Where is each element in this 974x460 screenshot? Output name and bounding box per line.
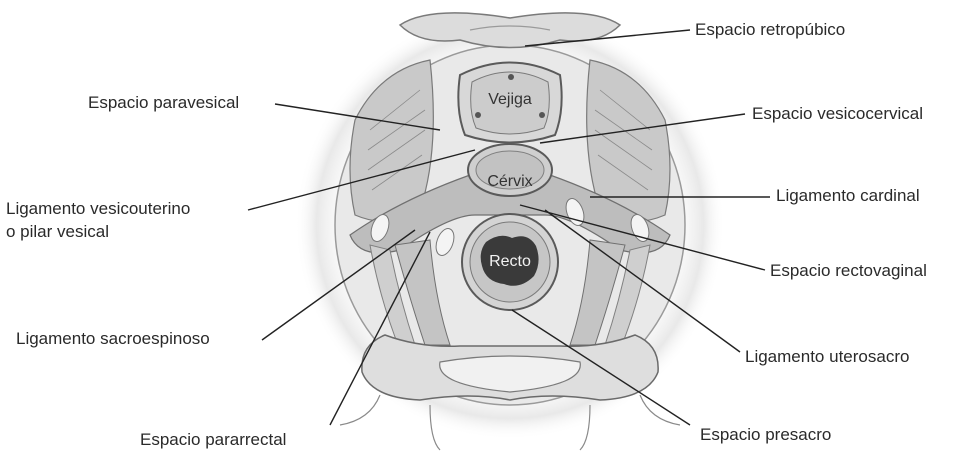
label-vejiga: Vejiga <box>488 91 532 108</box>
label-ligamento-uterosacro: Ligamento uterosacro <box>745 347 909 367</box>
label-espacio-pararrectal: Espacio pararrectal <box>140 430 286 450</box>
label-cervix: Cérvix <box>487 173 532 190</box>
label-ligamento-cardinal: Ligamento cardinal <box>776 186 920 206</box>
label-espacio-vesicocervical: Espacio vesicocervical <box>752 104 923 124</box>
label-pilar-vesical: o pilar vesical <box>6 222 109 242</box>
label-espacio-retropubico: Espacio retropúbico <box>695 20 845 40</box>
label-ligamento-vesicouterino: Ligamento vesicouterino <box>6 199 190 219</box>
label-espacio-presacro: Espacio presacro <box>700 425 831 445</box>
label-recto: Recto <box>489 253 531 270</box>
label-ligamento-sacroespinoso: Ligamento sacroespinoso <box>16 329 210 349</box>
label-espacio-paravesical: Espacio paravesical <box>88 93 239 113</box>
label-espacio-rectovaginal: Espacio rectovaginal <box>770 261 927 281</box>
